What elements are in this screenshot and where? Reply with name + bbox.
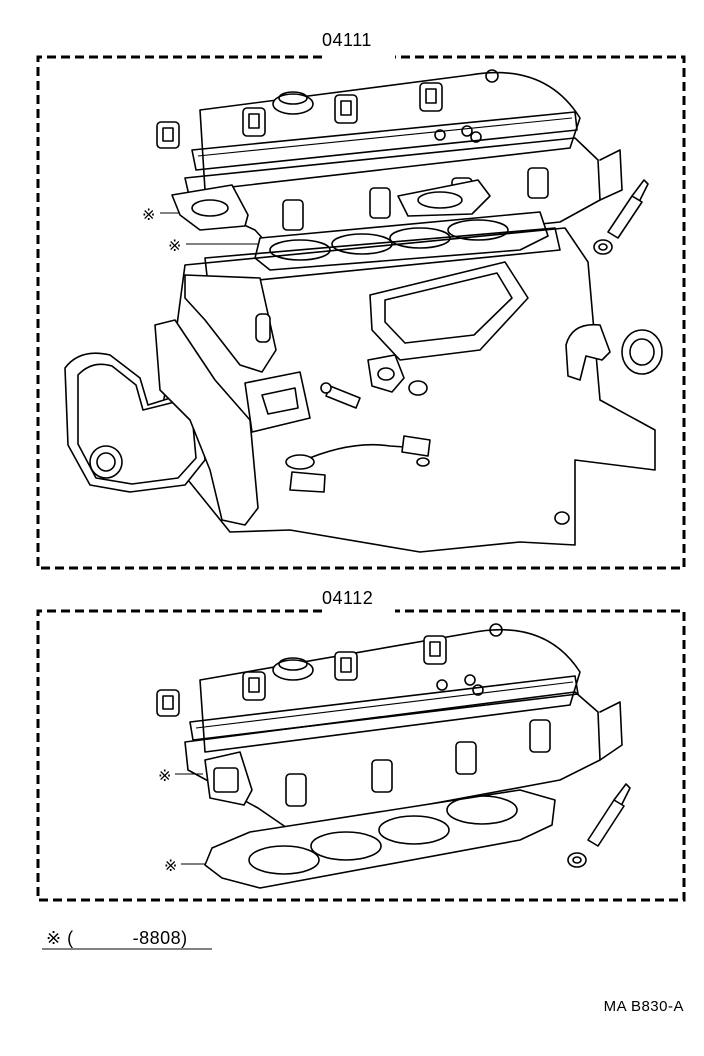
valve-cover-1 — [191, 69, 581, 191]
footnote: ※ ( -8808) — [46, 928, 188, 949]
footnote-range-end: -8808) — [132, 928, 188, 948]
head-gasket-2 — [204, 789, 556, 889]
spark-plug-1 — [593, 179, 649, 255]
footnote-open-paren: ( — [67, 928, 74, 948]
kit-code-04111: 04111 — [322, 30, 372, 50]
manifold-gasket-1 — [171, 179, 491, 231]
figure-reference: MA B830-A — [603, 998, 684, 1015]
note-mark-manifold-gasket-2: ※ — [158, 768, 172, 785]
rear-oil-seal-1 — [565, 323, 663, 381]
kit-code-04112: 04112 — [322, 588, 374, 608]
leader-lines-kit-1 — [160, 212, 260, 245]
manifold-gasket-2 — [204, 751, 253, 806]
engine-block-1 — [159, 227, 656, 553]
kit-04112-frame — [36, 609, 686, 902]
leader-lines-kit-2 — [175, 773, 210, 865]
footnote-mark: ※ — [46, 928, 62, 948]
note-mark-head-gasket-1: ※ — [168, 238, 182, 255]
exhaust-ports-1 — [156, 82, 443, 149]
exhaust-ports-2 — [156, 635, 447, 717]
note-mark-manifold-gasket-1: ※ — [142, 207, 156, 224]
spark-plug-2 — [567, 783, 631, 868]
note-mark-head-gasket-2: ※ — [164, 858, 178, 875]
timing-cover-gasket-1 — [64, 319, 259, 526]
